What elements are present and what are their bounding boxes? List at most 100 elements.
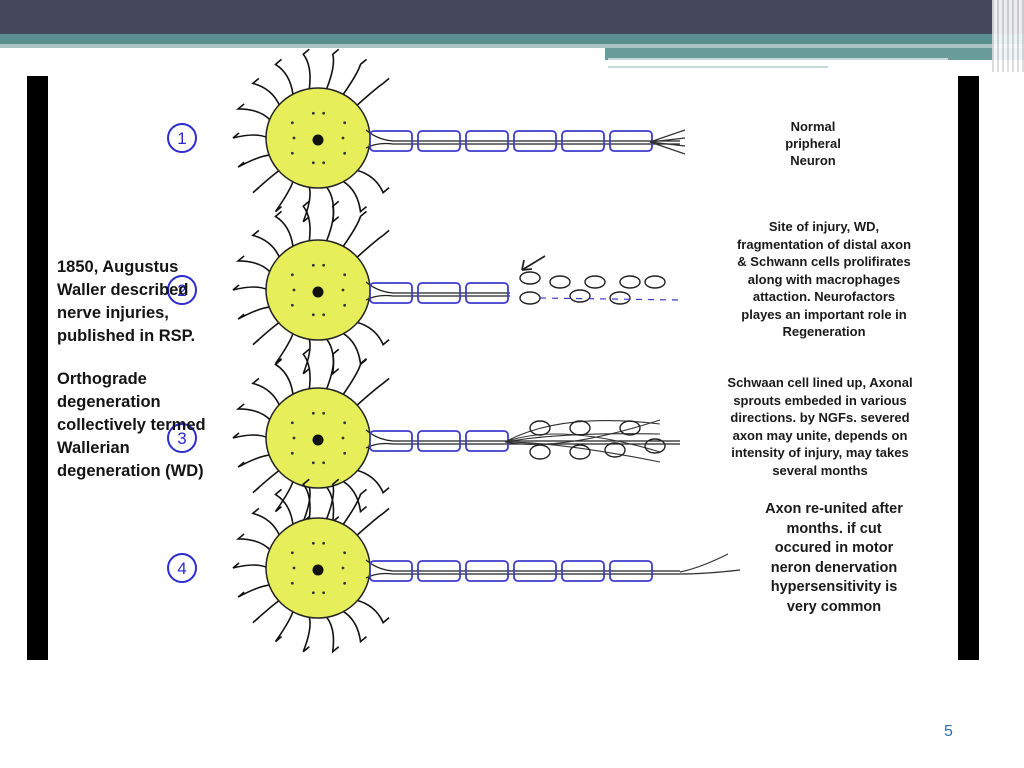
stage-number-circle — [167, 275, 197, 305]
dendrite — [356, 321, 390, 346]
schwann-cell — [465, 560, 509, 582]
nucleus — [312, 286, 324, 298]
cytoplasm-dot — [343, 421, 347, 425]
dendrite — [252, 169, 281, 194]
accent-tab — [605, 48, 1024, 60]
dendrite — [355, 507, 390, 537]
cytoplasm-dot — [311, 591, 315, 595]
nucleus — [312, 134, 324, 146]
cytoplasm-dot — [341, 288, 345, 292]
cytoplasm-dot — [343, 581, 347, 585]
dendrite — [302, 187, 311, 223]
divider — [608, 58, 948, 60]
caption-stage-1: Normal pripheral Neuron — [785, 119, 841, 168]
schwann-cell — [369, 560, 413, 582]
schwann-nucleus — [604, 442, 626, 458]
cytoplasm-dot — [292, 288, 296, 292]
injury-arrow — [521, 255, 546, 271]
dendrite — [235, 533, 272, 552]
dendrite — [251, 229, 281, 259]
schwann-cell — [465, 282, 509, 304]
corner-stripes — [992, 0, 1024, 72]
dendrite — [302, 200, 311, 241]
dendrite — [251, 507, 281, 537]
dendrite — [342, 210, 368, 248]
axon — [365, 281, 510, 301]
dendrite — [355, 229, 390, 259]
debris-fragment — [584, 275, 606, 289]
accent-band — [0, 34, 1024, 44]
dendrite — [325, 48, 340, 90]
dendrite — [356, 169, 390, 194]
dendrite — [342, 610, 368, 644]
cytoplasm-dot — [311, 161, 315, 165]
dendrite — [325, 348, 340, 390]
cytoplasm-dot — [322, 541, 326, 545]
dendrite — [342, 180, 368, 214]
cytoplasm-dot — [341, 566, 345, 570]
schwann-nucleus — [529, 444, 551, 460]
history-paragraph: 1850, Augustus Waller described nerve in… — [57, 258, 196, 345]
dendrite — [252, 321, 281, 346]
schwann-cell — [609, 560, 653, 582]
stage-number: 3 — [177, 429, 186, 448]
cytoplasm-dot — [290, 421, 294, 425]
cytoplasm-dot — [311, 263, 315, 267]
dendrite — [232, 562, 269, 569]
debris-fragment — [609, 291, 631, 305]
divider — [608, 66, 828, 68]
cytoplasm-dot — [290, 273, 294, 277]
dendrite — [325, 478, 340, 520]
stage-number-circle — [167, 423, 197, 453]
debris-fragment — [519, 291, 541, 305]
cytoplasm-dot — [290, 581, 294, 585]
dendrite — [325, 200, 340, 242]
dendrite — [274, 210, 294, 247]
cytoplasm-dot — [290, 121, 294, 125]
dendrite — [251, 77, 281, 107]
schwann-nucleus — [644, 438, 666, 454]
cytoplasm-dot — [322, 591, 326, 595]
dendrite — [274, 181, 294, 213]
cytoplasm-dot — [290, 551, 294, 555]
axonal-sprout — [504, 433, 661, 443]
dendrite — [235, 103, 272, 122]
schwann-nucleus — [529, 420, 551, 436]
axon-terminal — [679, 553, 741, 575]
axonal-sprout — [504, 420, 661, 443]
schwann-cell — [417, 130, 461, 152]
page-number: 5 — [944, 723, 953, 740]
cytoplasm-dot — [322, 263, 326, 267]
cytoplasm-dot — [292, 436, 296, 440]
dendrite — [342, 332, 368, 366]
cytoplasm-dot — [322, 411, 326, 415]
nucleus — [312, 434, 324, 446]
dendrite — [274, 481, 294, 513]
dendrite — [302, 617, 311, 653]
cytoplasm-dot — [322, 313, 326, 317]
schwann-cell — [561, 130, 605, 152]
stage-number: 1 — [177, 129, 186, 148]
dendrite — [326, 616, 340, 654]
debris-fragment — [519, 271, 541, 285]
cytoplasm-dot — [343, 273, 347, 277]
schwann-nucleus — [619, 420, 641, 436]
title-bar — [0, 0, 1024, 34]
cytoplasm-dot — [290, 151, 294, 155]
dendrite — [302, 339, 311, 375]
axon — [365, 429, 680, 449]
dendrite — [235, 403, 272, 422]
dendrite — [232, 132, 269, 139]
cytoplasm-dot — [322, 161, 326, 165]
dendrite — [342, 480, 368, 514]
schwann-cell — [513, 560, 557, 582]
dendrite — [252, 599, 281, 624]
cytoplasm-dot — [290, 303, 294, 307]
accent-band-light — [0, 44, 1024, 48]
dendrite — [252, 469, 281, 494]
schwann-cell — [465, 130, 509, 152]
debris-fragment — [549, 275, 571, 289]
cytoplasm-dot — [311, 541, 315, 545]
schwann-cell — [513, 130, 557, 152]
cytoplasm-dot — [311, 313, 315, 317]
